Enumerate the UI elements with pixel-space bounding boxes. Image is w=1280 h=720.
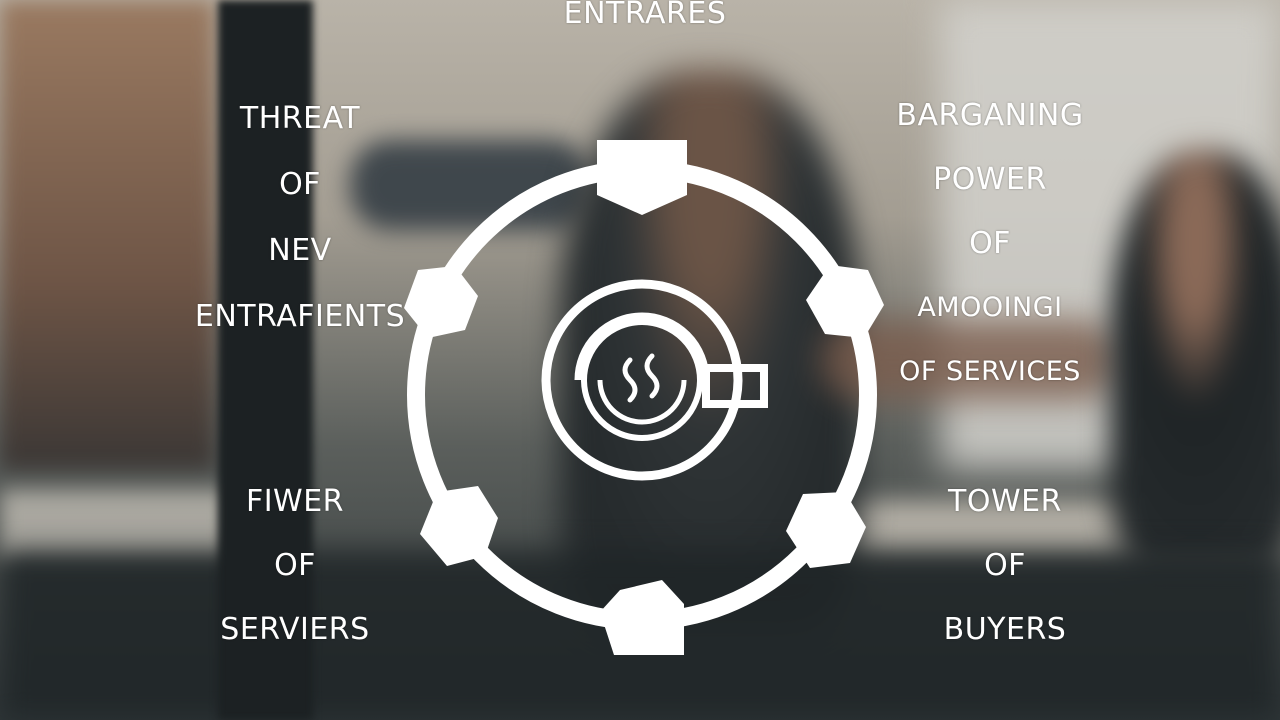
label-line: THREAT <box>239 101 361 136</box>
top-force-label: ENTRARES <box>520 0 770 34</box>
node-top <box>597 140 687 215</box>
node-bottom-right <box>786 492 866 568</box>
label-line: OF <box>279 167 321 202</box>
top-force-text: ENTRARES <box>563 0 727 31</box>
node-left <box>404 266 478 338</box>
label-line: BUYERS <box>943 612 1067 647</box>
force-power-of-suppliers: FIWER OF SERVIERS <box>195 470 395 662</box>
label-line: AMOOINGI <box>917 292 1063 323</box>
node-bottom-left <box>420 486 498 566</box>
coffee-cup-icon <box>541 279 768 481</box>
label-line: OF <box>984 548 1026 583</box>
force-threat-of-new-entrants: THREAT OF NEV ENTRAFIENTS <box>190 86 410 350</box>
node-bottom <box>600 580 684 655</box>
label-line: SERVIERS <box>220 612 370 647</box>
label-line: NEV <box>268 233 332 268</box>
force-bargaining-power: BARGANING POWER OF AMOOINGI OF SERVICES <box>880 84 1100 404</box>
force-power-of-buyers: TOWER OF BUYERS <box>905 470 1105 662</box>
label-line: OF SERVICES <box>899 356 1081 387</box>
ring-nodes <box>404 140 884 655</box>
label-line: FIWER <box>245 484 345 519</box>
label-line: BARGANING <box>896 98 1084 133</box>
label-line: OF <box>969 226 1011 261</box>
label-line: ENTRAFIENTS <box>194 299 406 334</box>
label-line: TOWER <box>948 484 1062 519</box>
node-right <box>806 265 884 338</box>
label-line: POWER <box>933 162 1047 197</box>
label-line: OF <box>274 548 316 583</box>
